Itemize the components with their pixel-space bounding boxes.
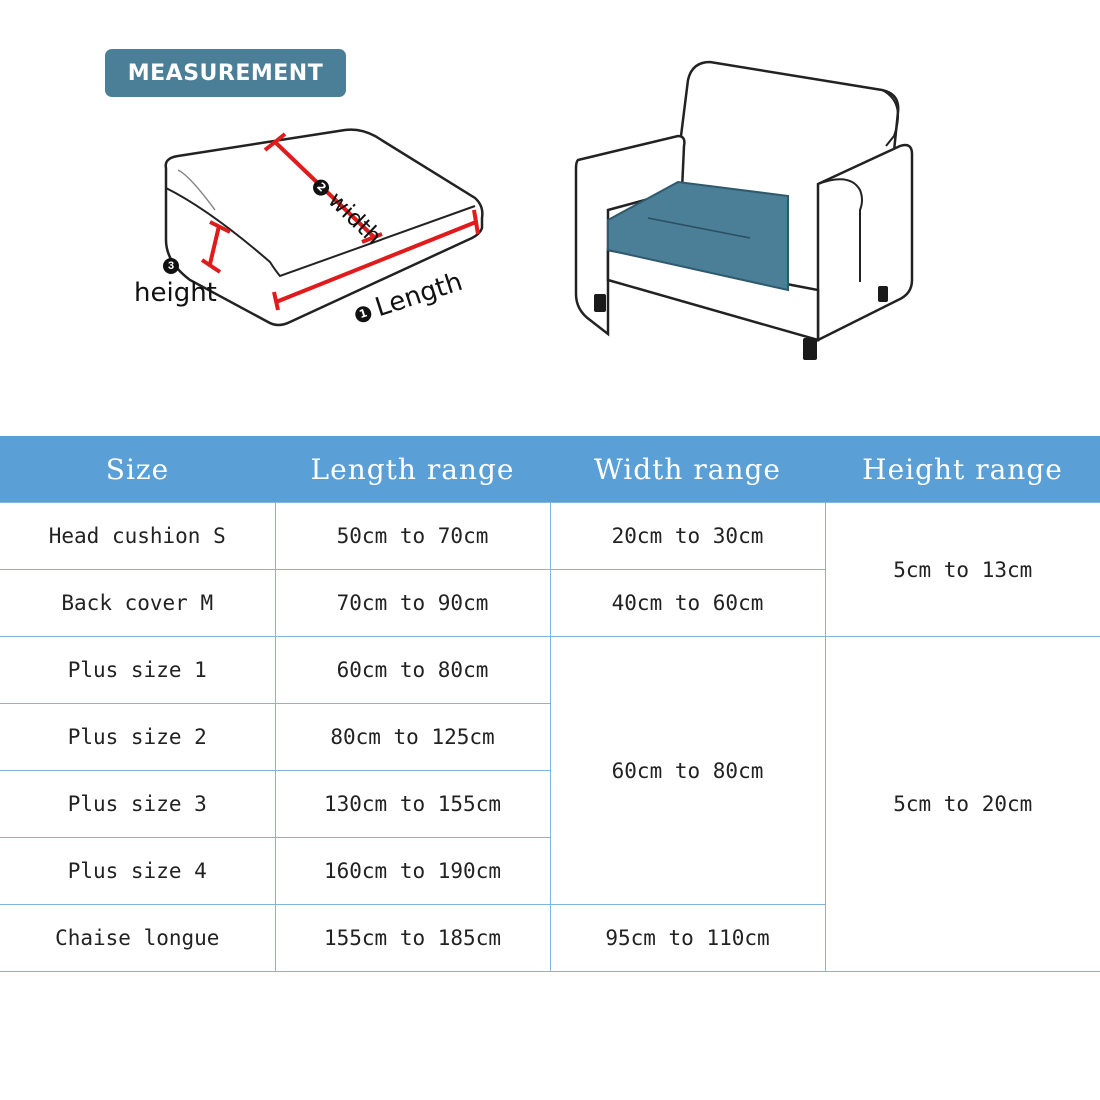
chair-leg [594, 294, 606, 312]
table-row: Plus size 4 160cm to 190cm [0, 837, 1100, 905]
cell-width-merged: 60cm to 80cm [549, 636, 826, 905]
cell-length: 70cm to 90cm [274, 569, 551, 637]
height-label: height [134, 278, 217, 308]
cell-width: 95cm to 110cm [549, 904, 825, 972]
table-header-row: Size Length range Width range Height ran… [0, 436, 1100, 503]
cell-size: Plus size 4 [0, 837, 276, 905]
cell-width: 40cm to 60cm [549, 569, 825, 637]
cell-size: Plus size 2 [0, 703, 276, 771]
cell-size: Head cushion S [0, 502, 276, 570]
cell-size: Plus size 1 [0, 636, 276, 704]
length-marker [275, 220, 477, 304]
seat-cushion [607, 180, 789, 292]
header-length: Length range [275, 436, 550, 503]
cell-width: 20cm to 30cm [549, 502, 826, 570]
cushion-inner-fold [177, 169, 216, 211]
cell-size: Plus size 3 [0, 770, 276, 838]
chair-leg [803, 338, 817, 360]
cell-size: Back cover M [0, 569, 276, 637]
chair-leg [878, 286, 888, 302]
cushion-outline [164, 128, 484, 327]
header-height: Height range [825, 436, 1100, 503]
cell-height-merged: 5cm to 20cm [824, 636, 1100, 972]
header-width: Width range [550, 436, 825, 503]
cushion-diagram [164, 128, 484, 327]
header-size: Size [0, 436, 275, 503]
cell-length: 160cm to 190cm [274, 837, 550, 905]
cell-size: Chaise longue [0, 904, 276, 972]
size-table: Size Length range Width range Height ran… [0, 436, 1100, 972]
cell-length: 80cm to 125cm [274, 703, 550, 771]
table-row: Chaise longue 155cm to 185cm 95cm to 110… [0, 904, 1100, 972]
measurement-badge: MEASUREMENT [105, 49, 346, 97]
height-number: 3 [163, 258, 179, 274]
table-row: Plus size 1 60cm to 80cm 60cm to 80cm 5c… [0, 636, 1100, 972]
cell-length: 130cm to 155cm [274, 770, 550, 838]
height-marker [208, 225, 221, 265]
cell-length: 155cm to 185cm [274, 904, 551, 972]
table-row: Plus size 3 130cm to 155cm [0, 770, 1100, 838]
cell-height-merged: 5cm to 13cm [824, 502, 1100, 637]
cell-length: 50cm to 70cm [274, 502, 551, 570]
table-row: Head cushion S 50cm to 70cm 20cm to 30cm… [0, 502, 1100, 637]
armchair-illustration [574, 60, 914, 360]
cell-length: 60cm to 80cm [274, 636, 551, 704]
cushion-seam [165, 187, 476, 278]
